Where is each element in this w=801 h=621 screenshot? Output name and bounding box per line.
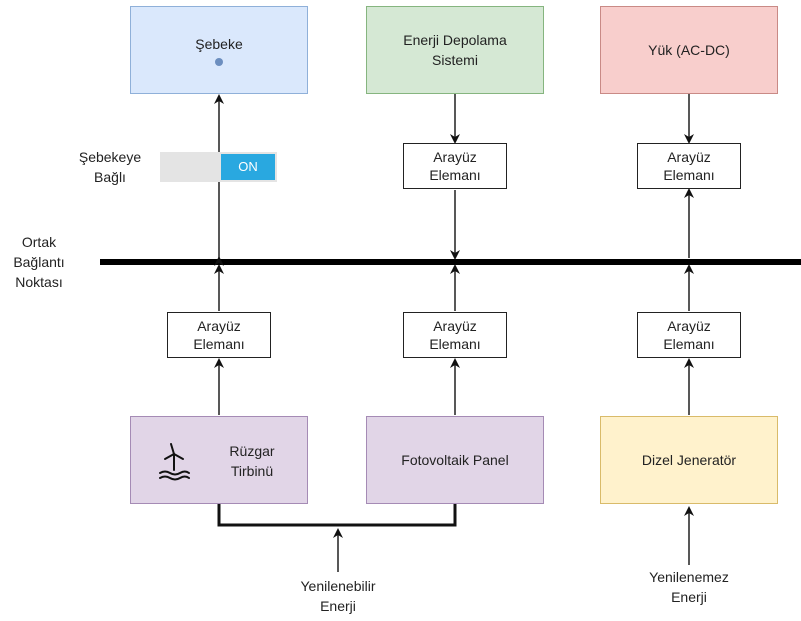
grid-switch-label: Şebekeye Bağlı (70, 147, 150, 187)
interface-label-line2: Elemanı (429, 336, 481, 352)
storage-node-label-line1: Enerji Depolama (403, 32, 507, 48)
nonrenewable-label-line1: Yenilenemez (649, 569, 729, 585)
wind-node-label-line1: Rüzgar (229, 443, 275, 459)
interface-label-line2: Elemanı (663, 167, 715, 183)
interface-element-diesel: Arayüz Elemanı (637, 312, 741, 358)
renewable-energy-label: Yenilenebilir Enerji (280, 576, 396, 616)
interface-label-line2: Elemanı (429, 167, 481, 183)
interface-element-wind: Arayüz Elemanı (167, 312, 271, 358)
storage-node-label-line2: Sistemi (432, 52, 478, 68)
nonrenewable-label-line2: Enerji (671, 589, 707, 605)
interface-label-line1: Arayüz (667, 318, 711, 334)
renewable-label-line1: Yenilenebilir (300, 578, 376, 594)
interface-label-line2: Elemanı (663, 336, 715, 352)
common-bus-label-line1: Ortak (21, 234, 57, 250)
grid-node-label: Şebeke (195, 36, 243, 52)
interface-element-storage: Arayüz Elemanı (403, 143, 507, 189)
grid-switch-label-line1: Şebekeye (78, 149, 142, 165)
grid-connection-toggle[interactable]: ON (160, 152, 277, 182)
interface-element-load: Arayüz Elemanı (637, 143, 741, 189)
storage-node: Enerji Depolama Sistemi (366, 6, 544, 94)
wind-turbine-node: Rüzgar Tirbinü (130, 416, 308, 504)
wind-node-label-line2: Tirbinü (230, 463, 274, 479)
grid-node: Şebeke (130, 6, 308, 94)
interface-label-line1: Arayüz (433, 318, 477, 334)
interface-label-line2: Elemanı (193, 336, 245, 352)
interface-label-line1: Arayüz (197, 318, 241, 334)
renewable-label-line2: Enerji (320, 598, 356, 614)
pv-panel-node: Fotovoltaik Panel (366, 416, 544, 504)
interface-label-line1: Arayüz (433, 149, 477, 165)
load-node-label: Yük (AC-DC) (648, 42, 730, 58)
diesel-generator-node: Dizel Jeneratör (600, 416, 778, 504)
renewable-bracket (217, 503, 457, 527)
common-bus-label-line3: Noktası (15, 274, 63, 290)
grid-node-dot (214, 58, 223, 66)
wind-turbine-icon (159, 443, 190, 481)
pv-node-label: Fotovoltaik Panel (401, 452, 509, 468)
common-bus-label-line2: Bağlantı (13, 254, 65, 270)
interface-label-line1: Arayüz (667, 149, 711, 165)
load-node: Yük (AC-DC) (600, 6, 778, 94)
common-bus-label: Ortak Bağlantı Noktası (0, 232, 78, 292)
interface-element-pv: Arayüz Elemanı (403, 312, 507, 358)
grid-switch-label-line2: Bağlı (94, 169, 126, 185)
nonrenewable-energy-label: Yenilenemez Enerji (631, 567, 747, 607)
diesel-node-label: Dizel Jeneratör (641, 452, 737, 468)
toggle-on-indicator: ON (221, 154, 275, 180)
